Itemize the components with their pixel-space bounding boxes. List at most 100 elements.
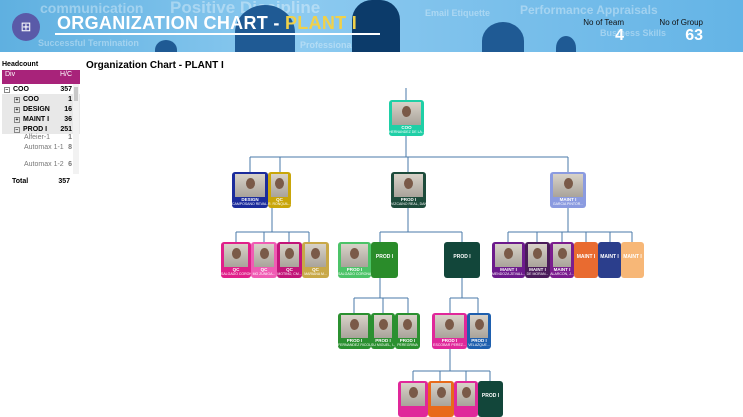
node-name: ALARCON, J... (550, 272, 574, 276)
org-chart-logo-icon: ⊞ (12, 13, 40, 41)
silhouette (235, 5, 295, 52)
employee-photo (435, 315, 464, 338)
org-node[interactable]: PROD I (444, 242, 480, 278)
expand-icon[interactable]: + (14, 96, 20, 103)
org-node[interactable] (398, 381, 428, 417)
node-role: QC (232, 267, 240, 272)
bg-word: Email Etiquette (425, 8, 491, 18)
employee-photo (431, 383, 451, 406)
row-label: COO (13, 85, 29, 93)
employee-photo (235, 174, 265, 197)
row-label: COO (23, 95, 39, 103)
headcount-row[interactable]: Alfeier-1 1 (2, 134, 80, 144)
org-node[interactable] (454, 381, 478, 417)
employee-photo (305, 244, 326, 267)
node-role: PROD I (346, 267, 363, 272)
node-name: PEREGRINA (397, 343, 418, 347)
node-role: PROD I (453, 254, 471, 260)
employee-photo (374, 315, 392, 338)
row-value: 16 (64, 105, 72, 113)
expand-icon[interactable]: − (4, 86, 10, 93)
node-name: SALGADO CORONA... (338, 272, 371, 276)
employee-photo (401, 383, 425, 406)
employee-photo (271, 174, 288, 197)
row-label: Automax 1-1 (24, 144, 64, 151)
col-hc[interactable]: H/C (59, 71, 72, 78)
connector (379, 207, 463, 242)
silhouette (155, 40, 177, 52)
node-role: MAINT I (529, 267, 546, 272)
silhouette (556, 36, 576, 52)
row-label: MAINT I (23, 115, 50, 123)
node-role: MAINT I (600, 254, 619, 260)
row-label: Alfeier-1 (24, 134, 51, 141)
headcount-row[interactable]: Automax 1-2 6 (2, 161, 80, 178)
row-label: Automax 1-2 (24, 161, 64, 168)
row-value: 251 (60, 125, 72, 133)
connector (235, 207, 310, 242)
silhouette (352, 0, 400, 52)
org-node[interactable]: MAINT I (574, 242, 598, 278)
node-name: MOTINO, CM... (277, 272, 302, 276)
node-name: SU MIGUEL, L... (371, 343, 395, 347)
employee-photo (528, 244, 547, 267)
org-node[interactable] (428, 381, 454, 417)
expand-icon[interactable]: + (14, 106, 20, 113)
connector (507, 207, 633, 242)
col-div[interactable]: Div (5, 71, 16, 78)
node-role: QC (286, 267, 293, 272)
header-banner: communication Positive Discipline Email … (0, 0, 743, 52)
org-node[interactable]: MAINT I (621, 242, 644, 278)
node-role: COO (401, 125, 412, 130)
expand-icon[interactable]: − (14, 126, 20, 133)
org-node[interactable]: PROD I (478, 381, 503, 417)
node-role: PROD I (481, 393, 500, 399)
node-role: MAINT I (576, 254, 596, 260)
row-value: 6 (68, 161, 72, 168)
org-node[interactable]: PROD I (371, 242, 398, 278)
node-role: PROD I (400, 197, 417, 202)
expand-icon[interactable]: + (14, 116, 20, 123)
table-scrollbar[interactable] (73, 84, 79, 174)
node-name: VIZCAINO REAL, DANIEL (391, 202, 426, 206)
title-underline (55, 33, 380, 35)
node-role: MAINT I (553, 267, 571, 272)
node-role: DESIGN (241, 197, 259, 202)
table-header[interactable]: Div H/C (2, 70, 80, 84)
row-value: 1 (68, 134, 72, 141)
employee-photo (495, 244, 522, 267)
node-name: MG ZUNIGA... (252, 272, 276, 276)
node-name: HERNANDEZ DE LA... (389, 130, 424, 134)
connector (249, 88, 569, 172)
node-role: PROD I (471, 338, 487, 343)
org-node[interactable]: MAINT I (598, 242, 621, 278)
node-role: MAINT I (559, 197, 577, 202)
